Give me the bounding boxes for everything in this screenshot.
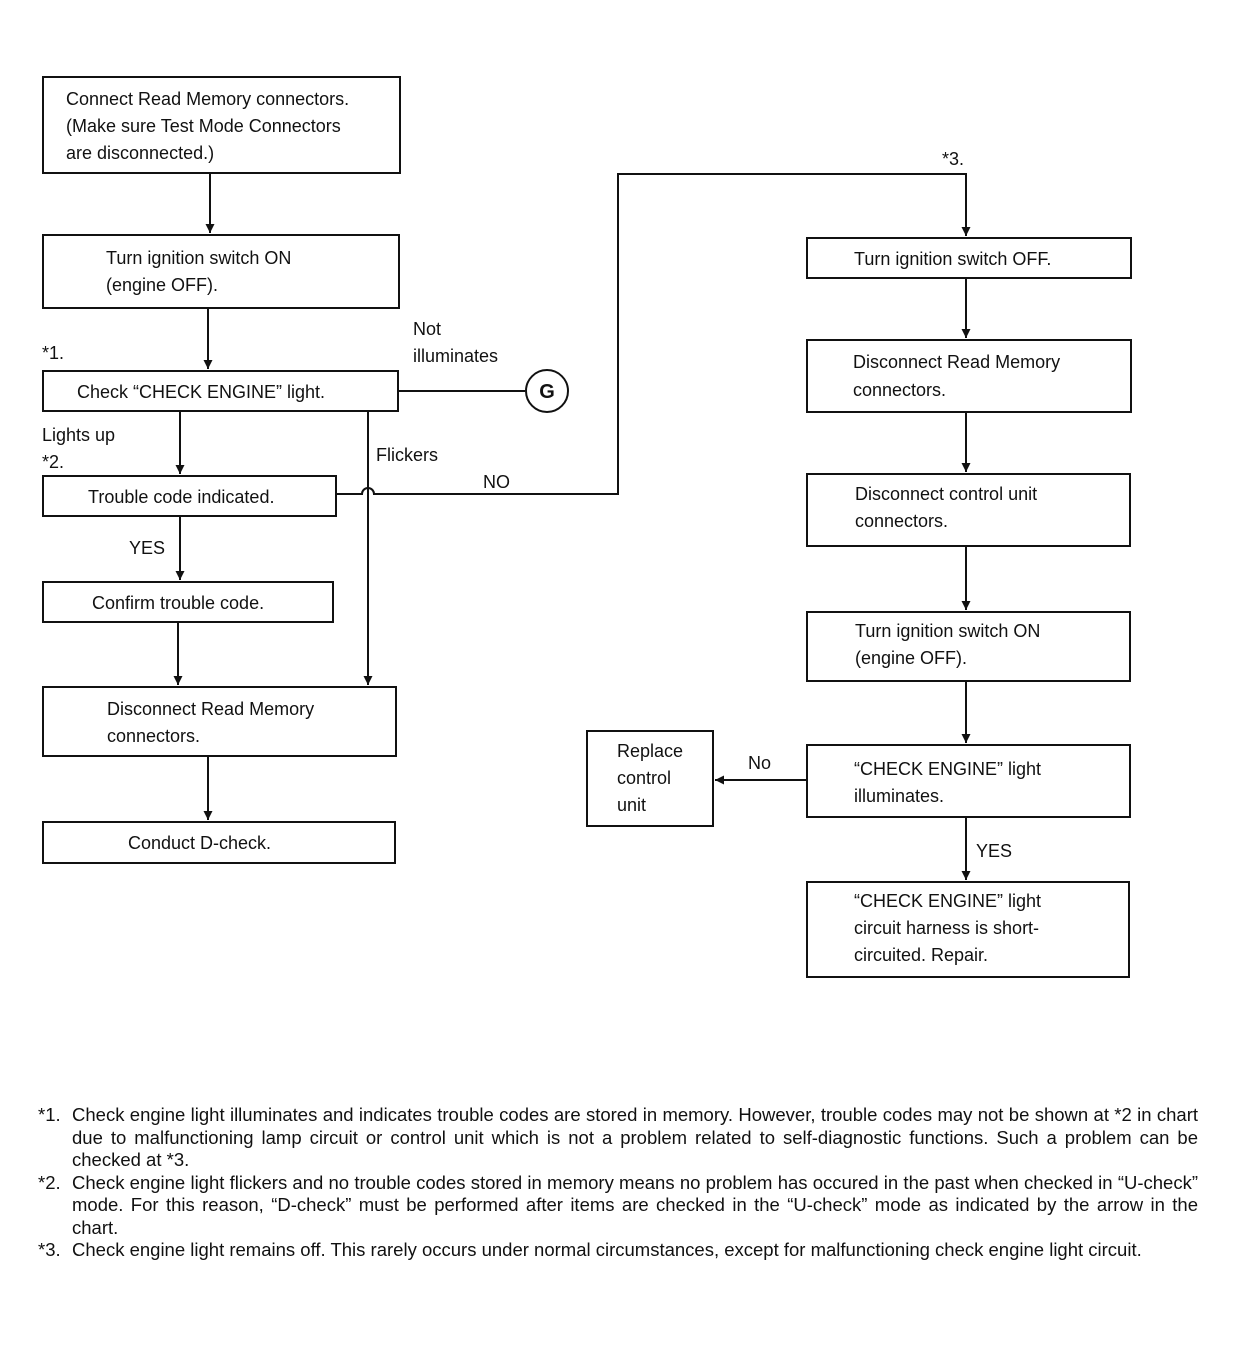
label-flickers: Flickers (376, 445, 438, 465)
label-no-upper: NO (483, 472, 510, 492)
box-line: Disconnect Read Memory (107, 699, 314, 719)
box-line: connectors. (853, 380, 946, 400)
connector-g-icon: G (525, 369, 569, 413)
box-ignition-on-right: Turn ignition switch ON (engine OFF). (806, 611, 1131, 682)
label-lights-up: Lights up (42, 425, 115, 445)
box-connect-read-memory: Connect Read Memory connectors. (Make su… (42, 76, 401, 174)
box-line: (Make sure Test Mode Connectors (66, 116, 341, 136)
box-line: Turn ignition switch ON (855, 621, 1040, 641)
footnote-1: *1. Check engine light illuminates and i… (38, 1104, 1198, 1172)
footnote-3: *3. Check engine light remains off. This… (38, 1239, 1198, 1262)
box-trouble-code-indicated: Trouble code indicated. (42, 475, 337, 517)
box-disconnect-read-memory-left: Disconnect Read Memory connectors. (42, 686, 397, 757)
box-line: connectors. (855, 511, 948, 531)
box-line: (engine OFF). (106, 275, 218, 295)
footnote-text: Check engine light flickers and no troub… (72, 1171, 1198, 1238)
box-line: circuit harness is short- (854, 918, 1039, 938)
box-line: control (617, 768, 671, 788)
footnote-text: Check engine light illuminates and indic… (72, 1104, 1198, 1170)
box-line: unit (617, 795, 646, 815)
box-confirm-trouble-code: Confirm trouble code. (42, 581, 334, 623)
note-marker-2: *2. (42, 452, 64, 472)
box-line: Disconnect control unit (855, 484, 1037, 504)
box-line: Connect Read Memory connectors. (66, 89, 349, 109)
footnote-mark: *3. (38, 1239, 61, 1260)
flowchart: Connect Read Memory connectors. (Make su… (42, 76, 1132, 978)
label-illuminates: illuminates (413, 346, 498, 366)
footnote-2: *2. Check engine light flickers and no t… (38, 1172, 1198, 1240)
footnote-text: Check engine light remains off. This rar… (72, 1239, 1142, 1260)
box-line: Turn ignition switch ON (106, 248, 291, 268)
box-line: “CHECK ENGINE” light (854, 891, 1041, 911)
box-line: Trouble code indicated. (88, 487, 274, 507)
box-line: Turn ignition switch OFF. (854, 249, 1051, 269)
box-line: connectors. (107, 726, 200, 746)
label-yes-right: YES (976, 841, 1012, 861)
box-conduct-d-check: Conduct D-check. (42, 821, 396, 864)
box-line: (engine OFF). (855, 648, 967, 668)
box-check-engine-illuminates: “CHECK ENGINE” light illuminates. (806, 744, 1131, 818)
box-line: Confirm trouble code. (92, 593, 264, 613)
label-yes-left: YES (129, 538, 165, 558)
box-line: illuminates. (854, 786, 944, 806)
box-ignition-off: Turn ignition switch OFF. (806, 237, 1132, 279)
box-line: Replace (617, 741, 683, 761)
box-check-engine-light: Check “CHECK ENGINE” light. (42, 370, 399, 412)
note-marker-1: *1. (42, 343, 64, 363)
footnotes: *1. Check engine light illuminates and i… (38, 1104, 1198, 1262)
box-line: Conduct D-check. (128, 833, 271, 853)
flow-lines (173, 173, 971, 880)
label-no-right: No (748, 753, 771, 773)
connector-g-label: G (539, 381, 555, 403)
box-line: are disconnected.) (66, 143, 214, 163)
footnote-mark: *1. (38, 1104, 61, 1125)
box-line: circuited. Repair. (854, 945, 988, 965)
box-ignition-on-left: Turn ignition switch ON (engine OFF). (42, 234, 400, 309)
box-replace-control-unit: Replace control unit (586, 730, 714, 827)
box-disconnect-read-memory-right: Disconnect Read Memory connectors. (806, 339, 1132, 413)
box-harness-short-circuited: “CHECK ENGINE” light circuit harness is … (806, 881, 1130, 978)
label-not: Not (413, 319, 441, 339)
note-marker-3: *3. (942, 149, 964, 169)
box-disconnect-control-unit: Disconnect control unit connectors. (806, 473, 1131, 547)
box-line: “CHECK ENGINE” light (854, 759, 1041, 779)
footnote-mark: *2. (38, 1171, 61, 1193)
box-line: Disconnect Read Memory (853, 352, 1060, 372)
box-line: Check “CHECK ENGINE” light. (77, 382, 325, 402)
line-no-to-ignition-off (336, 173, 971, 495)
